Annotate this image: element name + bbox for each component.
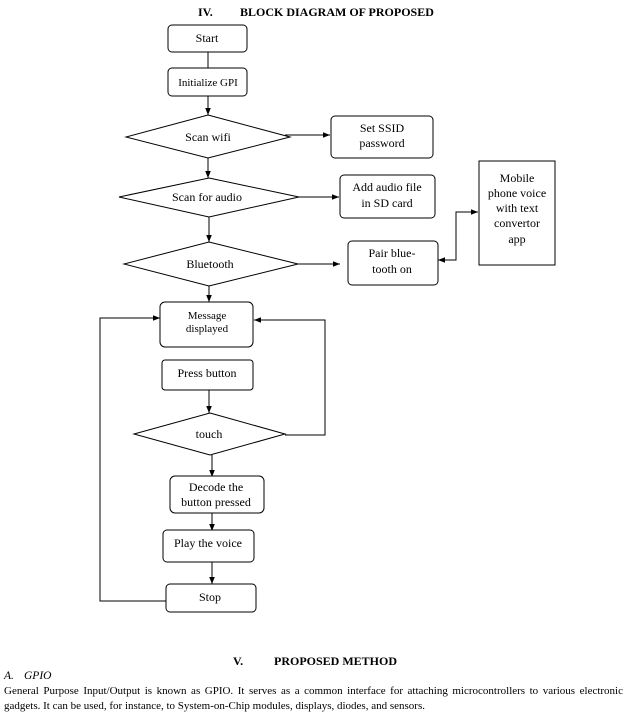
mobile-label-4: convertor	[494, 216, 540, 230]
scan-audio-decision	[118, 177, 300, 218]
mobile-label-3: with text	[496, 201, 539, 215]
audio-file-label-2: in SD card	[361, 196, 412, 210]
section-v-heading: V. PROPOSED METHOD	[233, 654, 397, 669]
touch-decision	[132, 412, 287, 456]
mobile-label-1: Mobile	[500, 171, 535, 185]
scan-wifi-label: Scan wifi	[185, 130, 231, 144]
mobile-node	[478, 160, 556, 266]
play-label: Play the voice	[174, 536, 242, 550]
ssid-label-2: password	[359, 136, 404, 150]
stop-node	[165, 583, 257, 613]
section-v-number: V.	[233, 654, 244, 668]
subsection-title: GPIO	[24, 670, 52, 682]
decode-node	[169, 475, 265, 514]
mobile-label-5: app	[508, 232, 525, 246]
pair-node	[347, 240, 439, 286]
section-v-title: PROPOSED METHOD	[274, 654, 398, 668]
init-node	[167, 67, 248, 97]
ssid-label-1: Set SSID	[360, 121, 405, 135]
bluetooth-label: Bluetooth	[186, 257, 233, 271]
connector-pair-mobile	[438, 209, 478, 263]
pair-label-2: tooth on	[372, 262, 412, 276]
init-label: Initialize GPI	[178, 77, 238, 89]
message-node	[159, 301, 254, 348]
pair-label-1: Pair blue-	[369, 246, 416, 260]
audio-file-label-1: Add audio file	[352, 180, 421, 194]
gpio-paragraph: General Purpose Input/Output is known as…	[4, 685, 623, 712]
scan-wifi-decision	[124, 114, 292, 159]
section-iv-number: IV.	[198, 5, 213, 19]
message-label-2: displayed	[186, 323, 229, 335]
audio-file-node	[339, 174, 436, 219]
block-diagram: Start Initialize GPI Scan wifi Set SSID …	[99, 24, 556, 613]
play-node	[162, 529, 255, 563]
connector-touch-loop	[254, 317, 326, 436]
message-label-1: Message	[188, 310, 227, 322]
subsection-heading: A. GPIO	[4, 670, 51, 682]
press-node	[161, 359, 254, 391]
decode-label-1: Decode the	[189, 480, 243, 494]
bluetooth-decision	[122, 241, 299, 287]
section-iv-heading: IV. BLOCK DIAGRAM OF PROPOSED	[198, 5, 434, 20]
subsection-letter: A.	[4, 670, 14, 682]
press-label: Press button	[177, 366, 236, 380]
start-node	[167, 24, 248, 53]
stop-label: Stop	[199, 590, 221, 604]
ssid-node	[330, 115, 434, 159]
touch-label: touch	[196, 427, 223, 441]
section-iv-title: BLOCK DIAGRAM OF PROPOSED	[240, 5, 434, 19]
connector-stop-loop	[99, 315, 166, 602]
scan-audio-label: Scan for audio	[172, 190, 242, 204]
mobile-label-2: phone voice	[488, 186, 546, 200]
decode-label-2: button pressed	[181, 495, 251, 509]
start-label: Start	[196, 31, 219, 45]
